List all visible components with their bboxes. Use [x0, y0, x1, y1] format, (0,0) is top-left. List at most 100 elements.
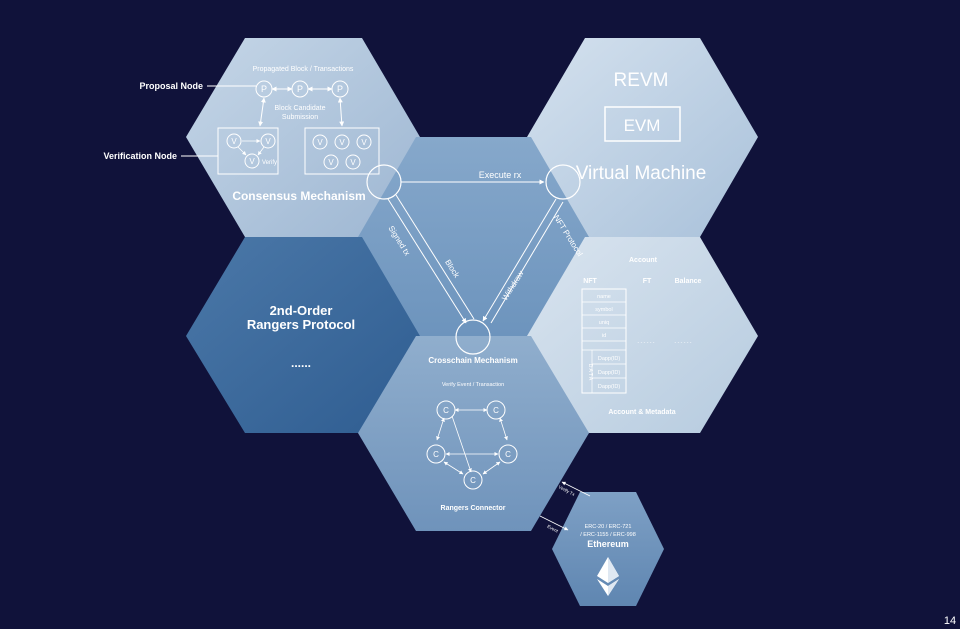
crosschain-title: Crosschain Mechanism	[428, 356, 517, 365]
proposal-node-2	[291, 80, 309, 98]
proposal-node-2-letter: P	[297, 84, 303, 94]
verify-tx-label: Verify Tx	[558, 484, 576, 497]
dapp-row-3: Dapp(ID)	[598, 384, 620, 390]
account-content: Account NFT FT Balance name symbol uniq …	[581, 257, 702, 416]
dapp-row-1: Dapp(ID)	[598, 356, 620, 362]
rangers-title-2: Rangers Protocol	[247, 317, 355, 332]
verify-node-5	[334, 134, 350, 150]
crosschain-junction	[455, 319, 491, 355]
verify-node-5-letter: V	[339, 138, 345, 147]
field-id: id	[602, 333, 606, 339]
connector-node-3-letter: C	[433, 450, 439, 459]
consensus-hexagon	[186, 38, 420, 237]
signed-tx-arrow-a	[387, 198, 467, 324]
col-nft: NFT	[583, 278, 597, 285]
proposal-node-3-letter: P	[337, 84, 343, 94]
data-vertical-label: D A T A	[587, 364, 593, 381]
field-uniq: uniq	[599, 320, 609, 326]
c-link-6	[482, 461, 501, 475]
account-title: Account	[629, 257, 658, 264]
consensus-title: Consensus Mechanism	[232, 189, 365, 203]
revm-label: REVM	[614, 70, 669, 91]
connector-node-4-letter: C	[505, 450, 511, 459]
connector-node-5-letter: C	[470, 476, 476, 485]
center-hexagon	[358, 137, 589, 336]
connector-node-3	[426, 444, 446, 464]
balance-dashes: - - - - - -	[675, 340, 692, 346]
rangers-protocol-hexagon	[186, 237, 420, 433]
verify-node-1	[226, 133, 242, 149]
connector-top-label: Verify Event / Transaction	[442, 382, 504, 388]
ethereum-content: ERC-20 / ERC-721 / ERC-1155 / ERC-998 Et…	[580, 524, 636, 596]
c-link-7	[451, 415, 472, 473]
candidate-label-1: Block Candidate	[275, 105, 326, 112]
verify-node-6-letter: V	[361, 138, 367, 147]
ethereum-title: Ethereum	[587, 539, 629, 549]
connector-hexagon	[358, 336, 589, 531]
consensus-junction	[366, 164, 402, 200]
signed-tx-arrow-b	[395, 194, 475, 320]
connector-node-1	[436, 400, 456, 420]
rangers-title-1: 2nd-Order	[270, 303, 333, 318]
verify-node-6	[356, 134, 372, 150]
proposal-node-1	[255, 80, 273, 98]
vm-content: REVM EVM Virtual Machine	[576, 70, 707, 184]
verify-tx-arrow	[561, 481, 591, 497]
rangers-protocol-content: 2nd-Order Rangers Protocol ......	[247, 303, 355, 370]
page-number: 14	[944, 615, 956, 624]
verify-group-left	[217, 127, 279, 175]
pv-link-right	[337, 97, 345, 127]
verify-node-2	[260, 133, 276, 149]
col-ft: FT	[643, 278, 652, 285]
verify-node-7-letter: V	[328, 158, 334, 167]
verify-link-b	[237, 146, 247, 156]
evm-box	[604, 106, 681, 142]
execute-rx-label: Execute rx	[479, 170, 522, 180]
verify-node-8	[345, 154, 361, 170]
connector-node-2-letter: C	[493, 406, 499, 415]
verify-node-2-letter: V	[265, 137, 271, 146]
verify-node-4	[312, 134, 328, 150]
rangers-dots: ......	[291, 356, 311, 370]
c-link-2	[436, 417, 445, 441]
ft-dashes: - - - - - -	[638, 340, 655, 346]
verify-node-7	[323, 154, 339, 170]
connector-title: Rangers Connector	[441, 505, 506, 512]
verify-node-4-letter: V	[317, 138, 323, 147]
evm-label: EVM	[624, 116, 661, 135]
vm-junction	[545, 164, 581, 200]
dapp-row-2: Dapp(ID)	[598, 370, 620, 376]
connector-content: Verify Event / Transaction C C C C C Ran…	[426, 382, 518, 512]
propagated-label: Propagated Block / Transactions	[253, 66, 354, 73]
connector-node-5	[463, 470, 483, 490]
col-balance: Balance	[675, 278, 702, 285]
consensus-content: Propagated Block / Transactions P P P Bl…	[217, 66, 380, 203]
connector-node-2	[486, 400, 506, 420]
verification-node-callout: Verification Node	[103, 151, 177, 161]
verify-node-3-letter: V	[249, 157, 255, 166]
nft-protocol-arrow-b	[490, 201, 564, 324]
c-link-3	[499, 417, 508, 441]
c-link-5	[443, 461, 464, 475]
vm-title: Virtual Machine	[576, 163, 707, 184]
erc-standards-1: ERC-20 / ERC-721	[585, 524, 632, 530]
ethereum-hexagon	[552, 492, 664, 606]
verify-group-right	[304, 127, 380, 175]
proposal-node-1-letter: P	[261, 84, 267, 94]
verify-node-1-letter: V	[231, 137, 237, 146]
event-arrow	[539, 515, 569, 531]
connector-node-1-letter: C	[443, 406, 449, 415]
proposal-node-callout: Proposal Node	[139, 81, 203, 91]
account-footer: Account & Metadata	[608, 409, 675, 416]
proposal-node-3	[331, 80, 349, 98]
event-label: Event	[546, 524, 559, 534]
vm-hexagon	[527, 38, 758, 237]
verify-link-c	[257, 146, 265, 156]
ethereum-logo-icon	[597, 557, 619, 596]
verify-label: Verify	[262, 160, 277, 166]
candidate-label-2: Submission	[282, 114, 318, 121]
field-name: name	[597, 294, 611, 300]
account-hexagon	[527, 237, 758, 433]
